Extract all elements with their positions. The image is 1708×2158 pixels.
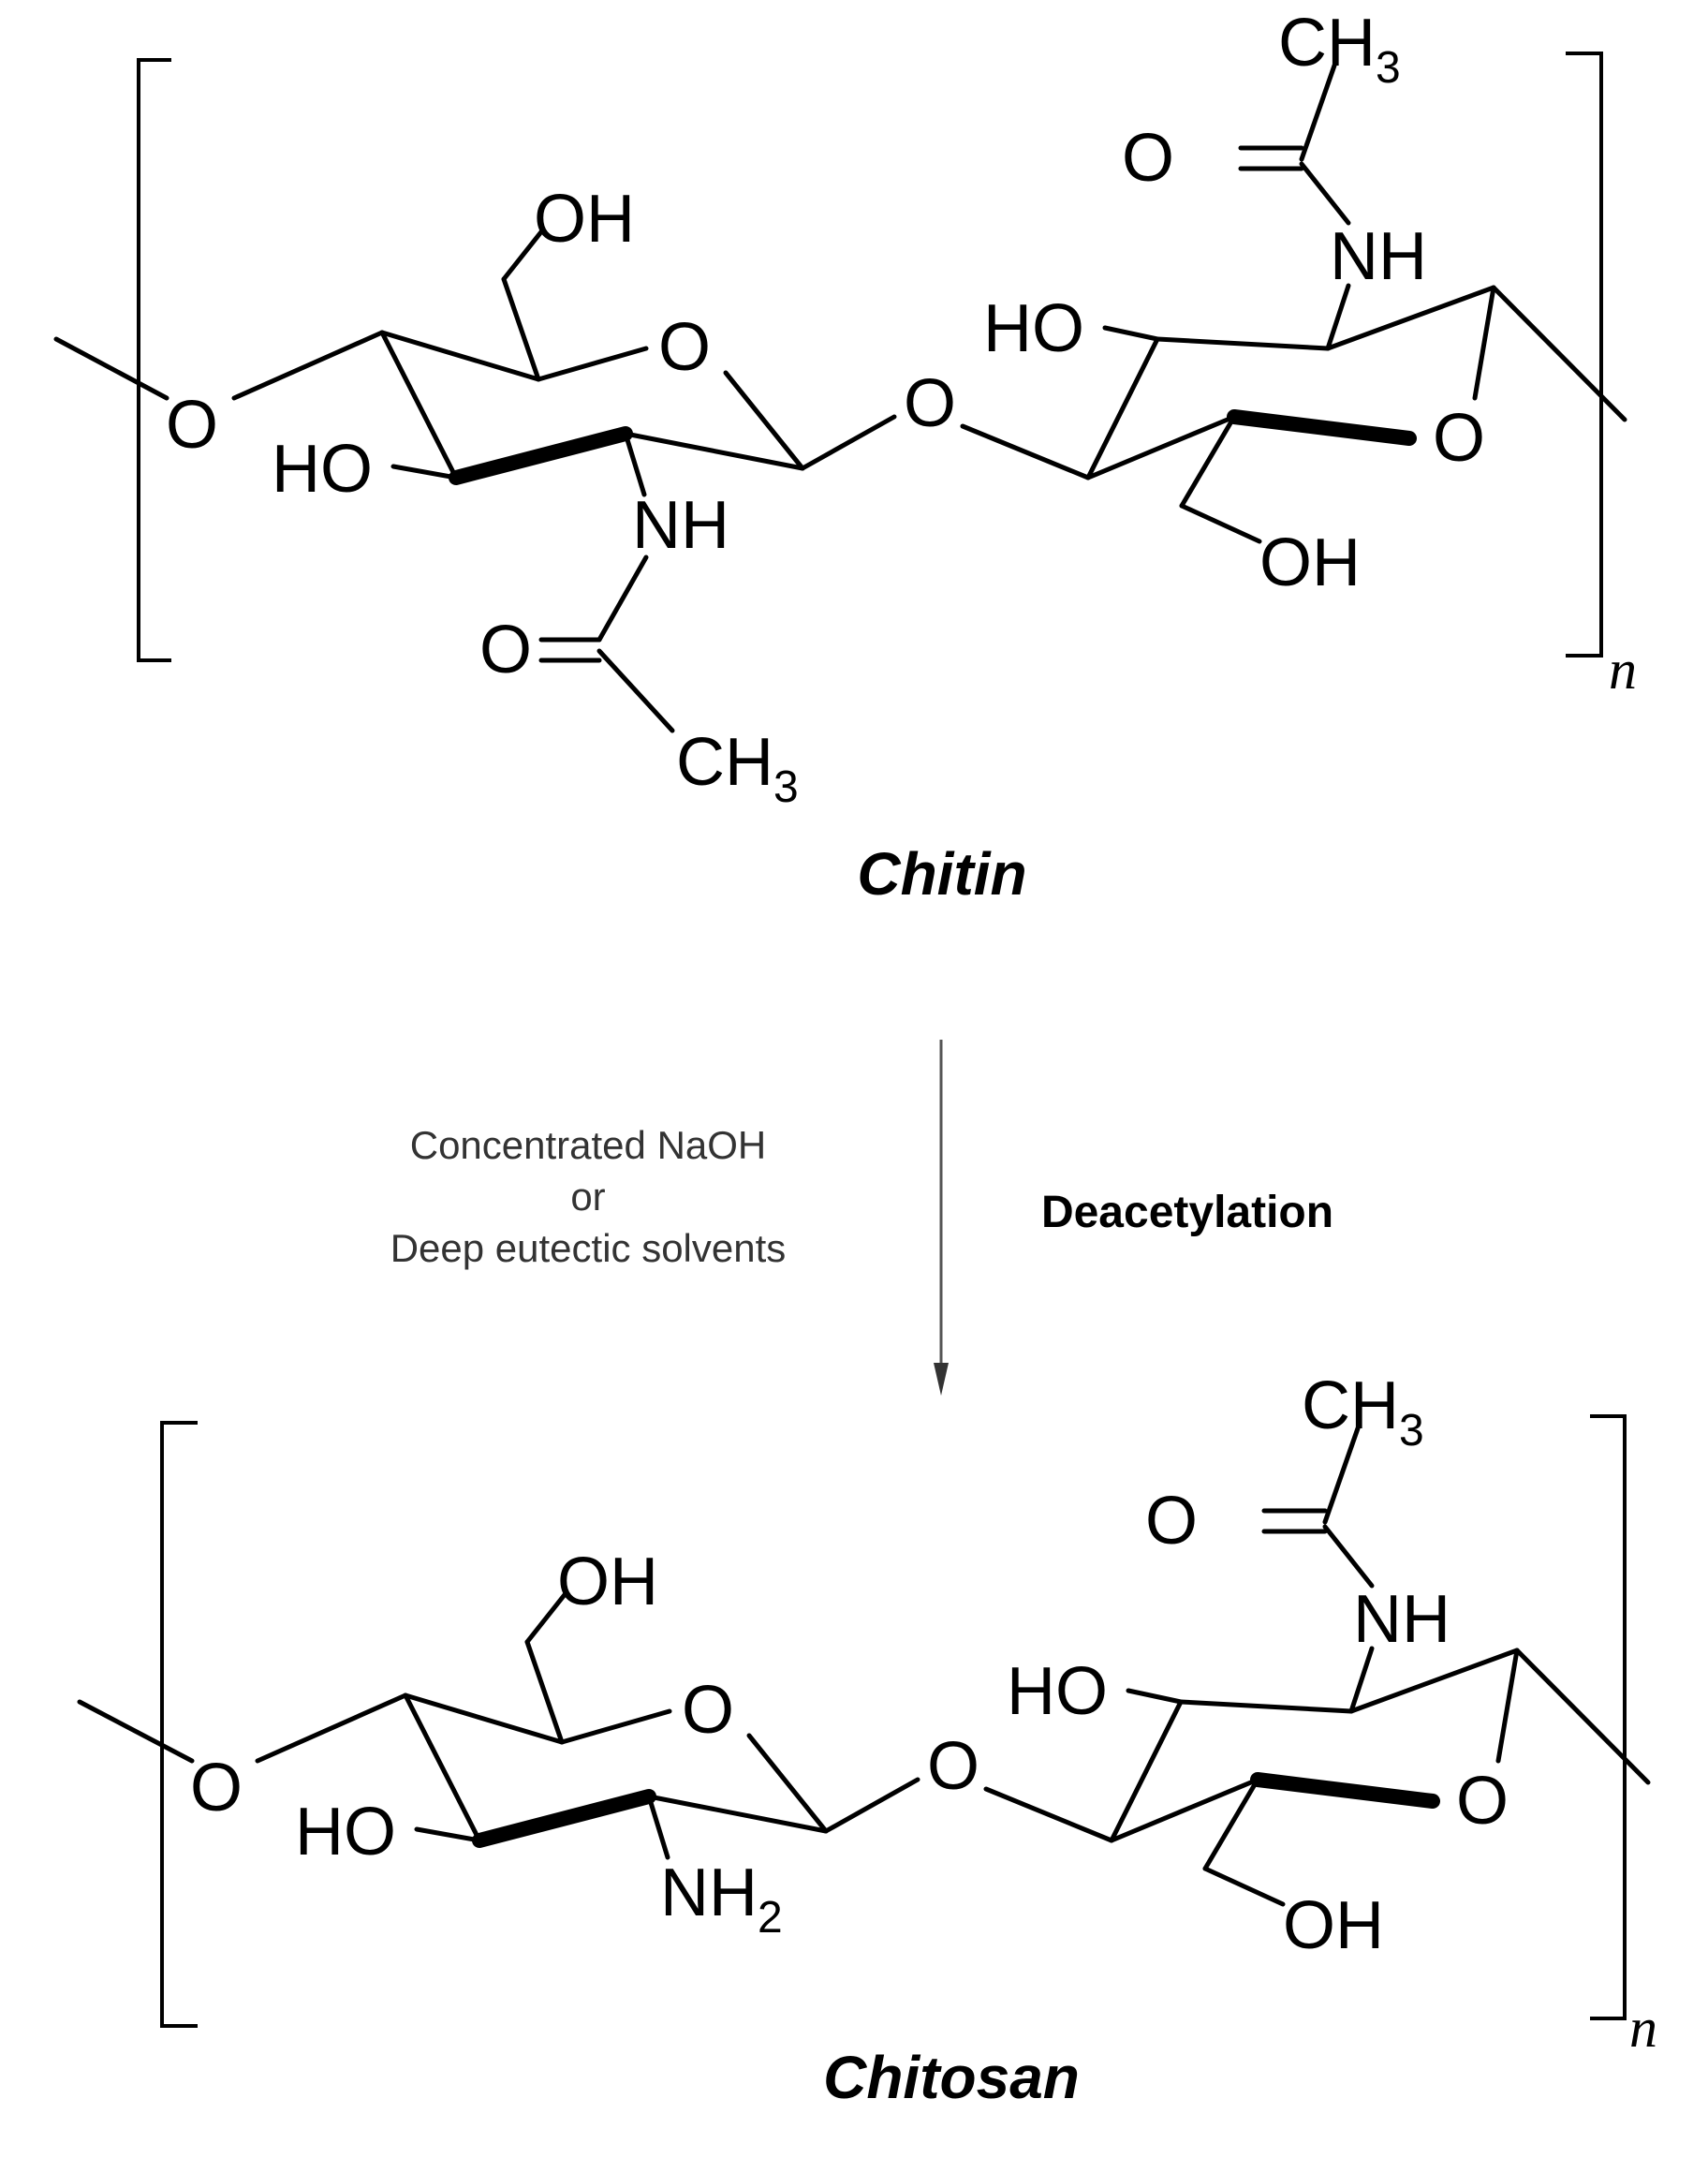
bond [524,1589,569,1645]
bond [501,227,546,282]
right-bracket [1566,52,1603,658]
bond [559,1708,672,1745]
repeat-index: n [1629,1997,1657,2059]
bond [596,648,675,733]
left-bracket [160,1421,198,2028]
ring1-carbonyl-oxygen: O [479,613,532,687]
bond [403,1692,565,1745]
chitin-structure: n O O OH HO NH O CH3 O [53,6,1637,908]
bond [1109,1777,1260,1843]
bond [1322,1426,1361,1525]
bond [77,1699,195,1764]
condition-line-3: Deep eutectic solvents [390,1226,787,1270]
ring2-ch2oh: OH [1259,525,1361,600]
bond [983,1786,1114,1843]
wedge-bond [1250,1772,1440,1809]
ring1-ch2oh: OH [557,1545,658,1619]
bond [1325,285,1496,351]
bond [1085,414,1237,480]
bridge-oxygen-left: O [166,388,218,463]
bond [1179,414,1237,509]
ring2-carbonyl-oxygen: O [1145,1484,1198,1559]
bond [1102,325,1160,342]
ring2-oxygen: O [1456,1764,1509,1839]
bond [536,346,649,382]
glycosidic-oxygen: O [927,1729,979,1804]
bond [1299,63,1337,162]
bond [255,1692,408,1764]
bond [623,431,805,471]
bond [501,276,541,382]
structure-name: Chitin [857,840,1026,908]
wedge-bond [1227,409,1417,446]
bond [596,554,649,643]
wedge-bond [449,426,633,485]
reaction-arrow-head [934,1363,949,1396]
bond [1085,336,1160,480]
bond [390,464,459,480]
chitosan-structure: n O O OH HO NH2 O O [77,1368,1657,2111]
bond [414,1826,482,1843]
process-label: Deacetylation [1041,1188,1333,1237]
bond [723,370,805,471]
condition-line-1: Concentrated NaOH [410,1123,767,1167]
right-bracket [1590,1414,1627,2020]
glycosidic-oxygen: O [904,366,956,441]
wedge-bond [472,1789,656,1848]
bond [623,431,647,497]
ring1-oxygen: O [682,1673,734,1748]
bond [1179,503,1262,544]
ring1-oxygen: O [658,310,711,385]
ring2-amine: NH [1330,219,1427,294]
bond [1202,1866,1286,1907]
ring2-methyl: CH3 [1302,1368,1424,1456]
bond [1495,1648,1520,1764]
bond [1348,1646,1375,1714]
bond [1491,285,1627,422]
bridge-oxygen-left: O [190,1751,243,1825]
ring2-amine: NH [1353,1582,1450,1657]
bond [746,1733,829,1834]
bond [1178,1699,1354,1714]
ring2-hydroxyl: HO [983,291,1084,366]
bond [800,414,897,471]
bond [646,1794,829,1834]
reaction-step: Concentrated NaOH or Deep eutectic solve… [390,1040,1333,1396]
condition-line-2: or [570,1175,605,1219]
bond [1514,1648,1651,1785]
bond [1322,1524,1375,1589]
bond [1472,285,1496,401]
ring2-carbonyl-oxygen: O [1122,121,1174,196]
bond [1348,1648,1520,1714]
ring1-amine: NH2 [660,1855,783,1943]
ring2-hydroxyl: HO [1007,1654,1108,1729]
bond [1325,283,1351,351]
ring1-hydroxyl: HO [272,432,373,507]
structure-name: Chitosan [823,2044,1080,2111]
bond [403,1692,482,1843]
repeat-index: n [1609,639,1637,701]
bond [1155,336,1331,351]
bond [1202,1777,1260,1871]
bond [379,330,459,480]
bond [646,1794,670,1860]
bond [53,336,169,401]
bond [379,330,541,382]
ring1-amine: NH [632,488,729,563]
bond [524,1639,565,1745]
ring2-oxygen: O [1433,401,1485,476]
ring1-methyl: CH3 [676,725,799,812]
bond [1299,161,1351,226]
bond [1109,1699,1184,1843]
ring1-ch2oh: OH [534,182,635,257]
bond [960,423,1091,480]
bond [823,1777,920,1834]
bond [1126,1688,1184,1705]
ring2-ch2oh: OH [1283,1888,1384,1963]
left-bracket [137,58,171,662]
bond [231,330,385,401]
ring2-methyl: CH3 [1278,6,1401,93]
ring1-hydroxyl: HO [295,1795,396,1870]
